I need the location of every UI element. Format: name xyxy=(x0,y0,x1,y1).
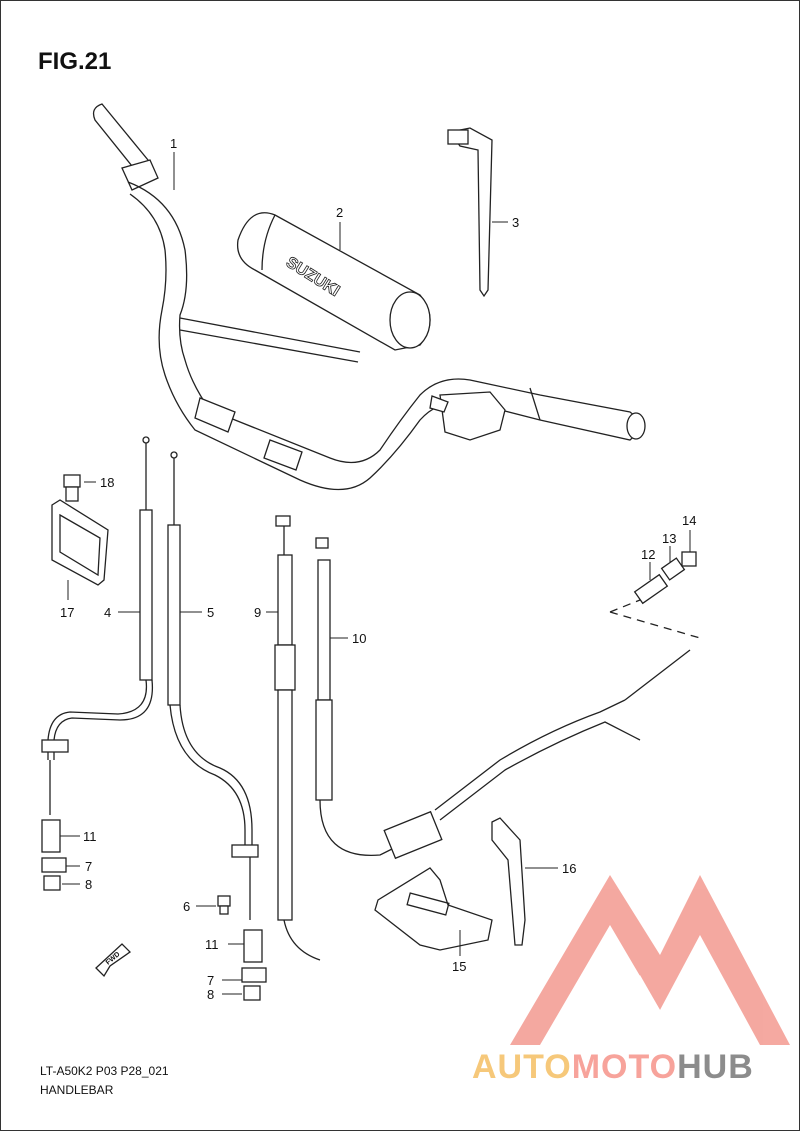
callout-11a: 11 xyxy=(83,829,97,844)
callout-4: 4 xyxy=(104,605,111,620)
boot-part-11b[interactable] xyxy=(243,929,263,963)
bracket-part-17[interactable] xyxy=(51,499,109,586)
callout-15: 15 xyxy=(452,959,466,974)
watermark-text: AUTOMOTOHUB xyxy=(472,1048,754,1087)
nut-part-8b[interactable] xyxy=(243,985,261,1001)
cap-part-14[interactable] xyxy=(681,551,697,567)
nut-part-13[interactable] xyxy=(660,557,686,581)
callout-5: 5 xyxy=(207,605,214,620)
boot-part-11a[interactable] xyxy=(41,819,61,853)
callout-1: 1 xyxy=(170,136,177,151)
grip-part-2[interactable] xyxy=(236,212,431,351)
screw-part-6[interactable] xyxy=(217,895,231,915)
callout-16: 16 xyxy=(562,861,576,876)
cable-part-10[interactable] xyxy=(315,537,691,860)
nut-part-8a[interactable] xyxy=(43,875,61,891)
callout-8: 8 xyxy=(85,877,92,892)
callout-7: 7 xyxy=(85,859,92,874)
key-part-3[interactable] xyxy=(447,127,493,298)
watermark-auto: AUTO xyxy=(472,1048,572,1086)
fwd-arrow-icon xyxy=(95,943,132,978)
bolt-part-18[interactable] xyxy=(63,474,81,502)
bracket-part-15[interactable] xyxy=(374,867,493,951)
watermark-logo-icon xyxy=(510,875,790,1045)
callout-2: 2 xyxy=(336,205,343,220)
figure-name: HANDLEBAR xyxy=(40,1083,114,1097)
handlebar-part-1[interactable] xyxy=(92,103,646,491)
cable-part-4[interactable] xyxy=(41,436,154,815)
watermark-hub: HUB xyxy=(677,1048,754,1086)
callout-10: 10 xyxy=(352,631,366,646)
callout-6: 6 xyxy=(183,899,190,914)
figure-title: FIG.21 xyxy=(38,48,112,75)
callout-9: 9 xyxy=(254,605,261,620)
tie-part-16[interactable] xyxy=(491,817,526,946)
cable-part-5[interactable] xyxy=(167,451,259,920)
callout-13: 13 xyxy=(662,531,676,546)
callout-3: 3 xyxy=(512,215,519,230)
callout-7b: 7 xyxy=(207,973,214,988)
watermark-moto: MOTO xyxy=(571,1048,678,1086)
callout-14: 14 xyxy=(682,513,696,528)
callout-12: 12 xyxy=(641,547,655,562)
callout-11b: 11 xyxy=(205,937,219,952)
cable-part-9[interactable] xyxy=(274,515,321,961)
adjuster-part-12[interactable] xyxy=(633,573,669,605)
callout-8b: 8 xyxy=(207,987,214,1002)
clip-part-7a[interactable] xyxy=(41,857,67,873)
figure-code: LT-A50K2 P03 P28_021 xyxy=(40,1064,169,1078)
callout-17: 17 xyxy=(60,605,74,620)
leader-lines xyxy=(60,152,691,995)
clip-part-7b[interactable] xyxy=(241,967,267,983)
callout-18: 18 xyxy=(100,475,114,490)
